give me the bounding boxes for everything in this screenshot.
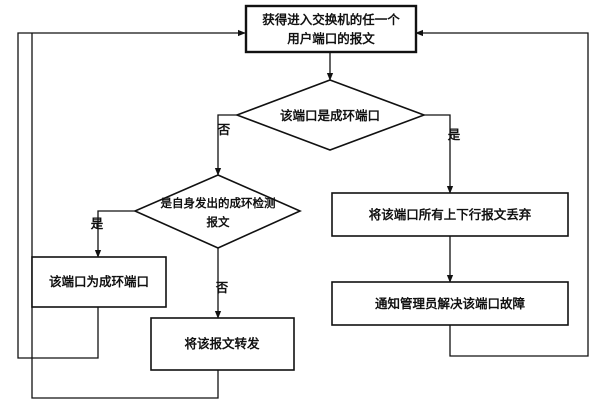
start-box-line2: 用户端口的报文 xyxy=(286,31,375,46)
edge-loop-back-left-outer xyxy=(17,29,246,359)
drop-packets-box: 将该端口所有上下行报文丢弃 xyxy=(331,192,569,237)
decision-loop-port-label: 该端口是成环端口 xyxy=(280,108,380,123)
decision-self-sent-line1: 是自身发出的成环检测 xyxy=(160,196,276,210)
edge-decision2-yes xyxy=(94,210,135,258)
edge-loop-back-left-inner xyxy=(31,33,219,399)
edge-loop-back-right xyxy=(415,29,589,357)
decision-self-sent-line2: 报文 xyxy=(207,215,230,229)
edge-decision1-yes xyxy=(424,114,454,194)
edge-label-decision1-yes: 是 xyxy=(447,127,461,142)
edge-label-decision1-no: 否 xyxy=(217,122,231,137)
forward-packet-label: 将该报文转发 xyxy=(184,336,260,351)
set-loop-port-box: 该端口为成环端口 xyxy=(31,256,167,308)
set-loop-port-label: 该端口为成环端口 xyxy=(49,274,149,289)
start-box-line1: 获得进入交换机的任一个 xyxy=(262,12,400,27)
drop-packets-label: 将该端口所有上下行报文丢弃 xyxy=(369,207,532,222)
edge-label-decision2-yes: 是 xyxy=(90,216,104,231)
notify-admin-box: 通知管理员解决该端口故障 xyxy=(331,281,569,326)
decision-self-sent: 是自身发出的成环检测 报文 xyxy=(133,174,302,249)
edge-label-decision2-no: 否 xyxy=(215,280,229,295)
decision-loop-port: 该端口是成环端口 xyxy=(234,79,427,151)
notify-admin-label: 通知管理员解决该端口故障 xyxy=(375,296,526,311)
forward-packet-box: 将该报文转发 xyxy=(150,317,295,371)
edge-decision1-no xyxy=(214,114,237,176)
start-box: 获得进入交换机的任一个 用户端口的报文 xyxy=(244,4,418,54)
